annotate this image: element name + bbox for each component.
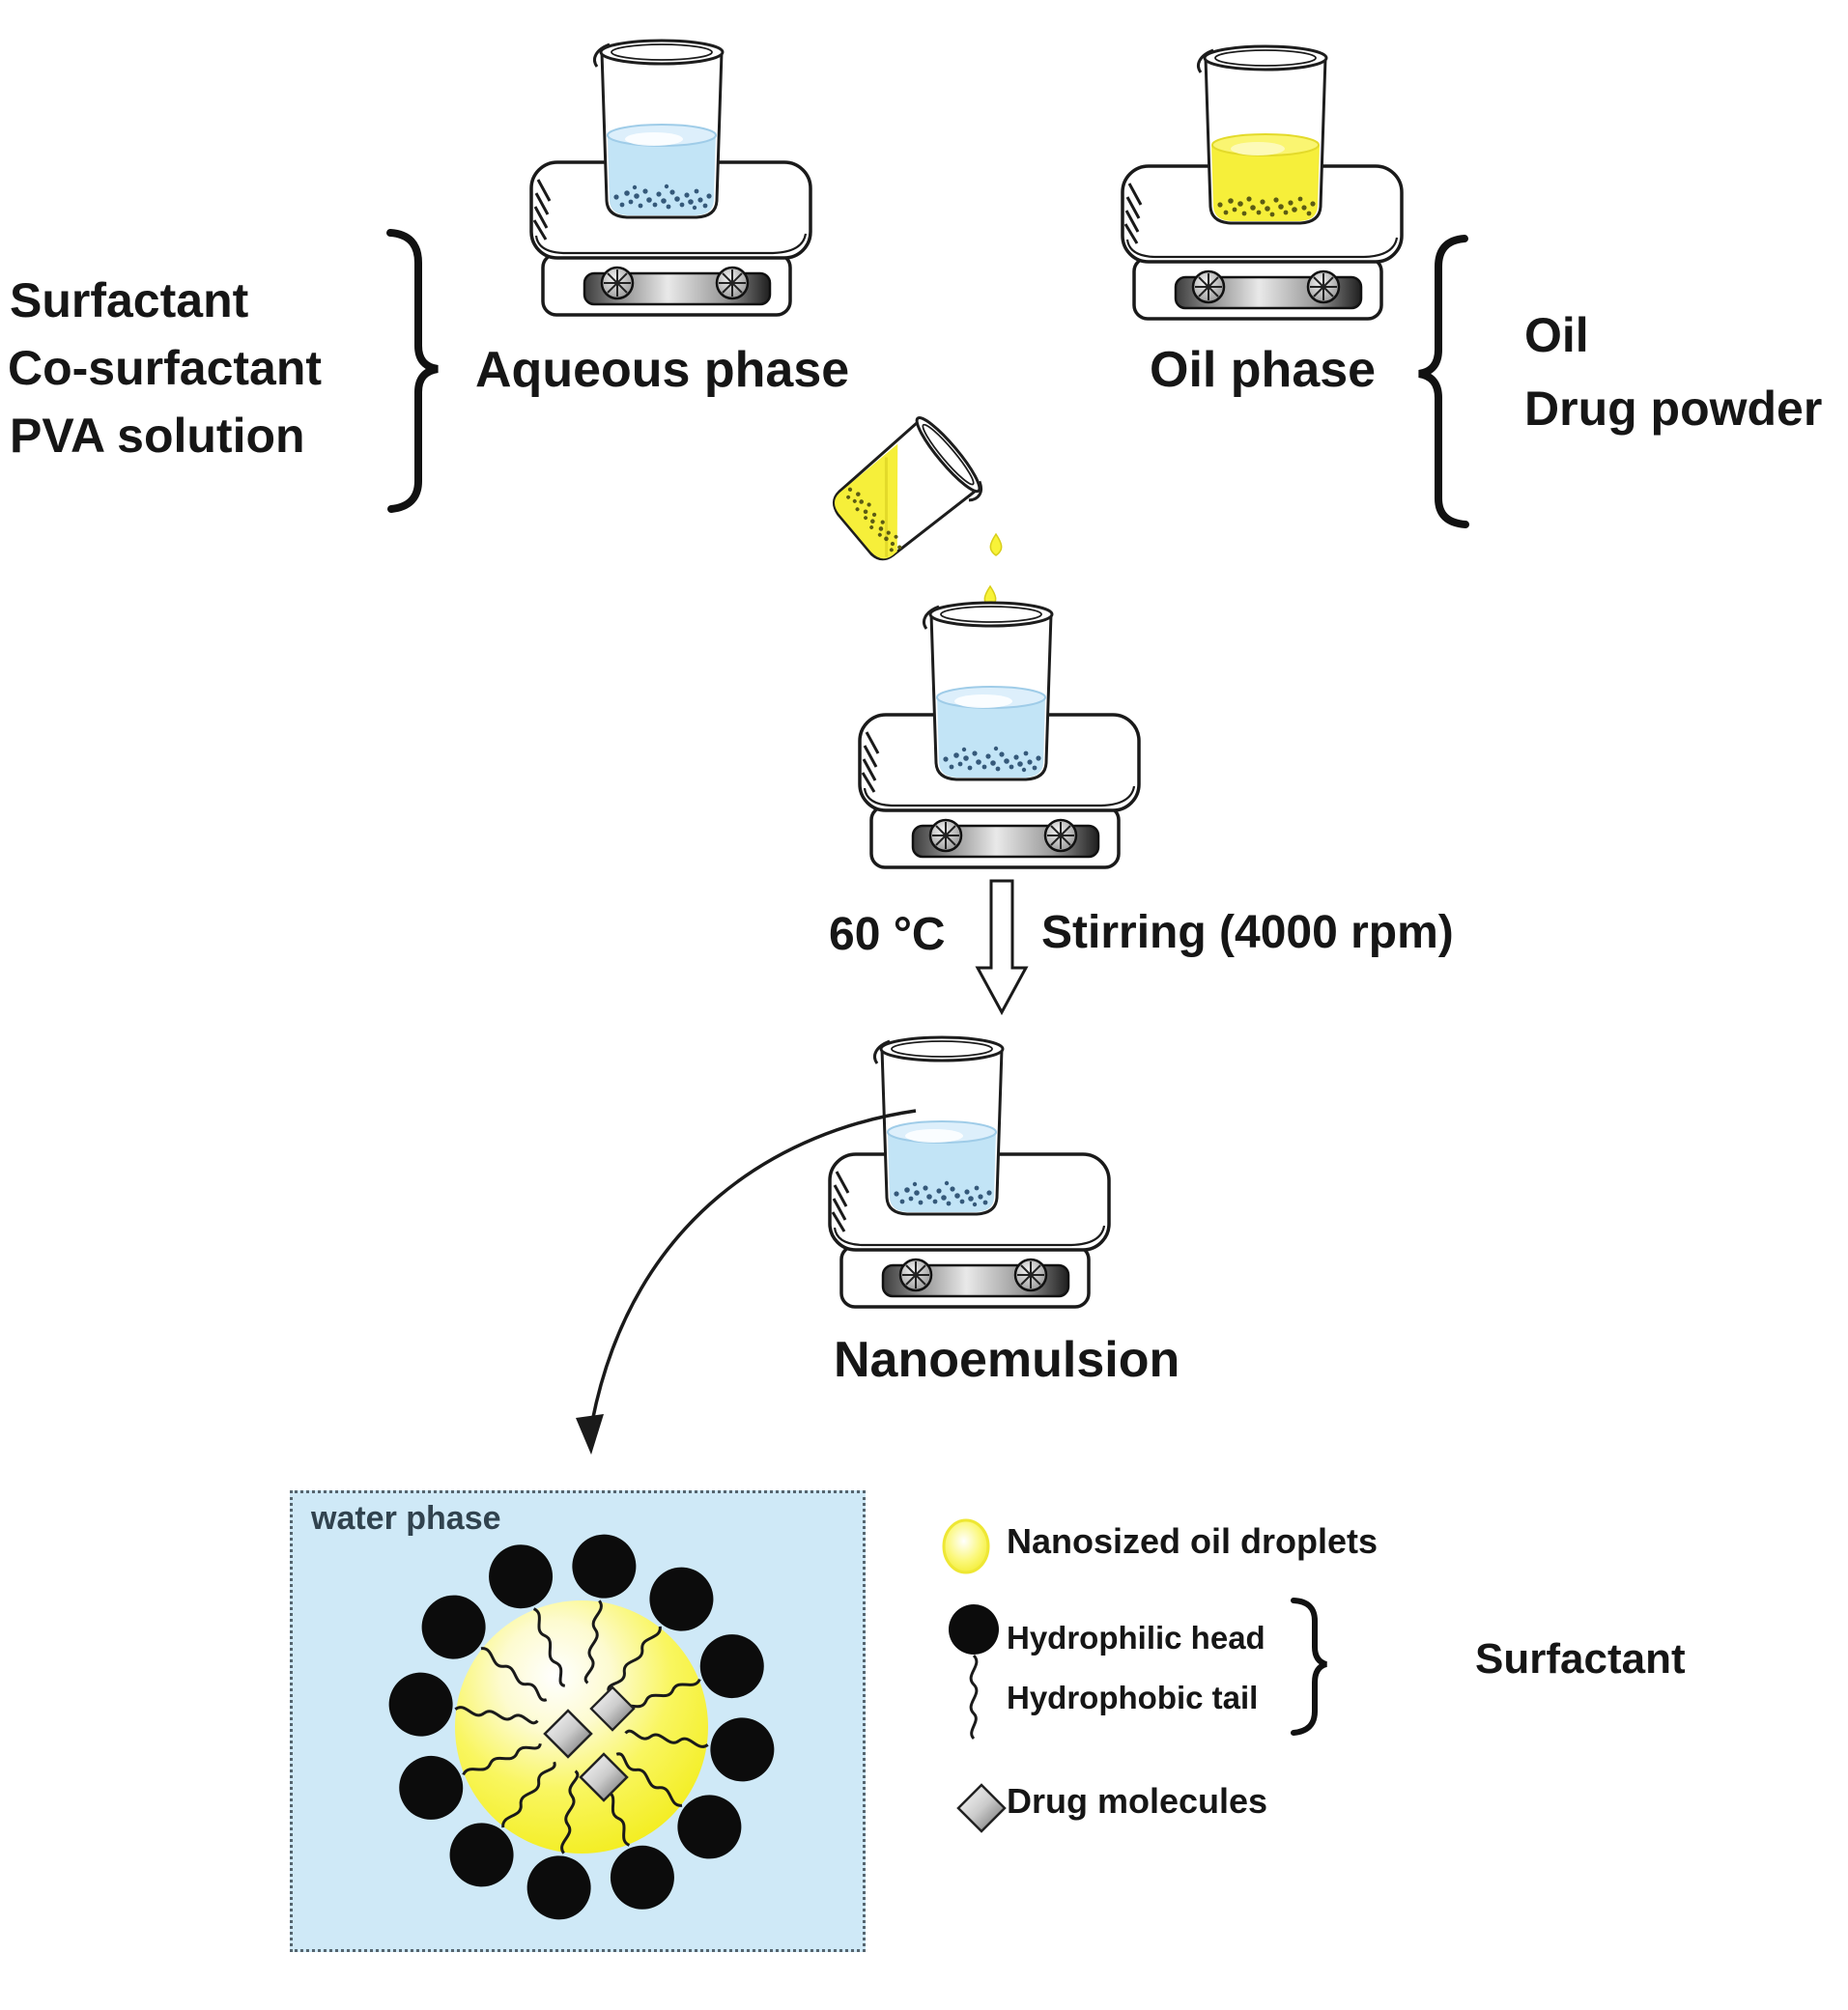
oil-input-1: Oil (1524, 308, 1589, 362)
temperature-label: 60 °C (829, 909, 946, 960)
legend-hydrophilic-head: Hydrophilic head (1007, 1620, 1265, 1656)
beaker-icon (1199, 46, 1326, 223)
beaker-icon (875, 1037, 1003, 1214)
nanoemulsion-label: Nanoemulsion (834, 1332, 1180, 1388)
droplet-icon (989, 533, 1003, 556)
water-phase-label: water phase (311, 1500, 501, 1537)
oil-phase-label: Oil phase (1150, 342, 1377, 398)
curved-arrow-icon (576, 1109, 917, 1455)
aqueous-phase-label: Aqueous phase (475, 342, 850, 398)
pouring-beaker-icon (832, 416, 983, 561)
legend-hydrophobic-tail: Hydrophobic tail (1007, 1680, 1259, 1715)
nanoemulsion-station (828, 1037, 1111, 1309)
oil-station (1121, 46, 1404, 321)
legend-oil-droplets: Nanosized oil droplets (1007, 1521, 1379, 1561)
right-brace-icon (1418, 235, 1469, 528)
aqueous-station (529, 41, 812, 317)
legend-drug-molecules: Drug molecules (1007, 1781, 1268, 1821)
surfactant-tail-icon (969, 1654, 979, 1741)
beaker-icon (924, 603, 1052, 779)
drug-molecule-icon (956, 1783, 1007, 1833)
legend-brace-icon (1291, 1598, 1327, 1736)
oil-input-2: Drug powder (1524, 382, 1823, 436)
oil-droplet-legend-icon (942, 1518, 990, 1574)
surfactant-head-icon (949, 1604, 999, 1655)
legend-surfactant: Surfactant (1475, 1635, 1686, 1683)
micelle-icon (383, 1528, 781, 1926)
legend-icons (942, 1518, 1327, 1833)
mixing-station (858, 603, 1141, 869)
beaker-icon (595, 41, 723, 217)
down-arrow-icon (975, 879, 1029, 1016)
aqueous-input-3: PVA solution (10, 409, 305, 463)
aqueous-input-2: Co-surfactant (8, 341, 323, 395)
stirring-label: Stirring (4000 rpm) (1041, 907, 1454, 958)
left-brace-icon (386, 229, 439, 513)
aqueous-input-1: Surfactant (10, 273, 249, 327)
